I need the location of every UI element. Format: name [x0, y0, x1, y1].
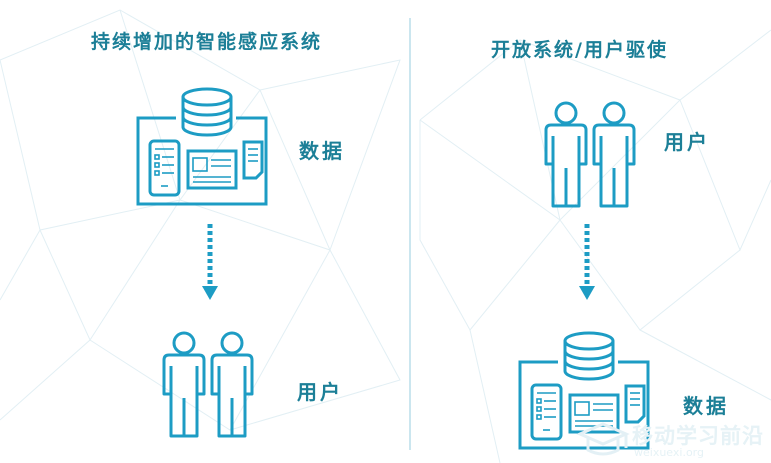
center-divider	[409, 18, 411, 450]
arrow-down-icon	[202, 224, 218, 300]
watermark: 移动学习前沿 weixuexi.org	[576, 418, 768, 462]
users-icon	[162, 331, 254, 438]
data-system-icon	[136, 87, 268, 206]
arrow-down-icon	[579, 224, 595, 300]
users-icon	[544, 101, 636, 208]
right-user-label: 用户	[664, 130, 710, 154]
watermark-text: 移动学习前沿	[632, 424, 764, 448]
right-data-label: 数据	[683, 394, 729, 418]
data-system-icon	[518, 331, 650, 450]
right-title: 开放系统/用户驱使	[491, 39, 668, 61]
graduation-cap-icon	[576, 422, 630, 456]
left-title: 持续增加的智能感应系统	[91, 31, 323, 53]
left-user-label: 用户	[297, 380, 343, 404]
left-data-label: 数据	[299, 139, 345, 163]
watermark-url: weixuexi.org	[634, 446, 704, 459]
